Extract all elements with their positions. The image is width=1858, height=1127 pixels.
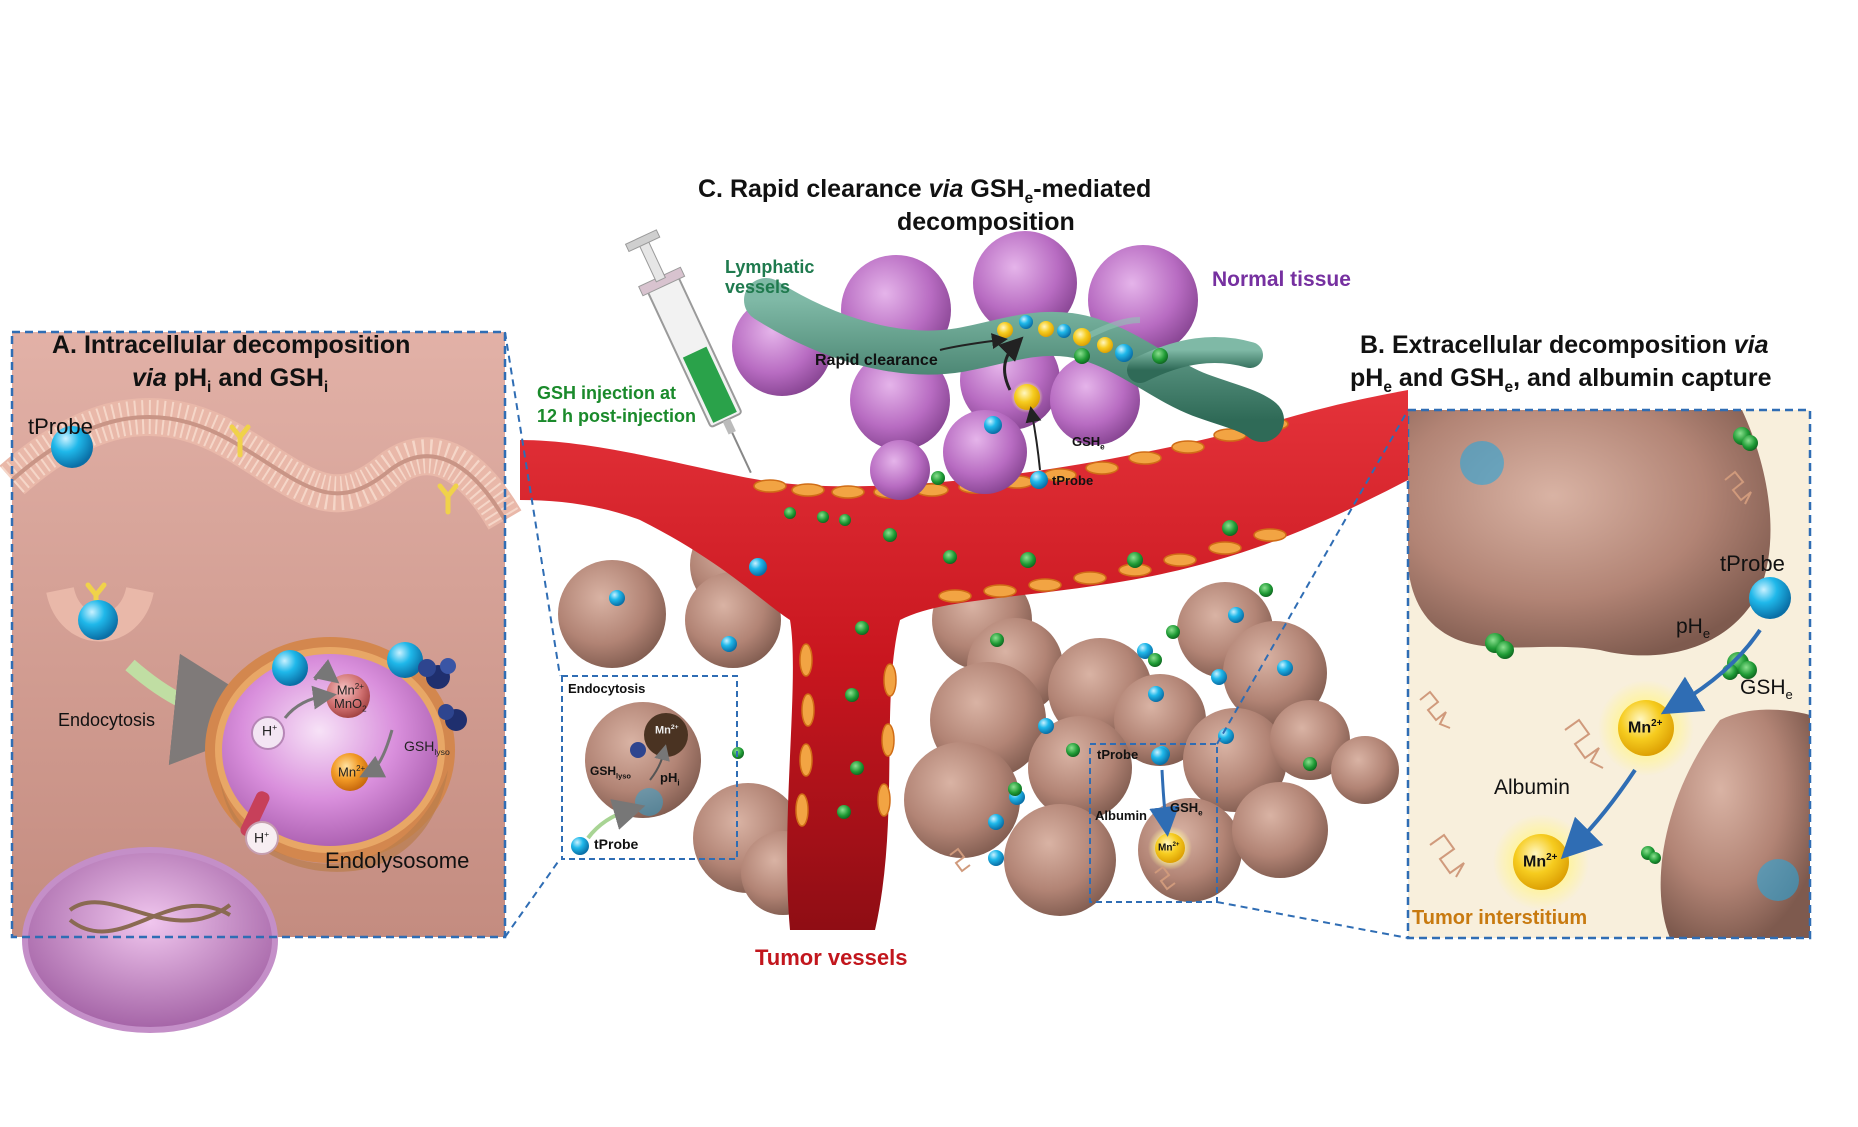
panel-a-hplus-upper: H+ [262, 722, 278, 739]
normal-tissue-label: Normal tissue [1212, 268, 1351, 291]
center-inset-extracellular [1089, 743, 1218, 903]
panel-a-tprobe-label: tProbe [28, 414, 93, 439]
panel-c-title-line2: decomposition [897, 208, 1075, 236]
panel-c-gshe-label: GSHe [1072, 434, 1105, 452]
panel-b-gshe-label: GSHe [1740, 676, 1793, 703]
panel-b-mn-lower: Mn2+ [1523, 852, 1558, 871]
tumor-vessels-label: Tumor vessels [755, 945, 908, 970]
panel-a-title-line2: via pHi and GSHi [132, 364, 329, 396]
panel-a-hplus-lower: H+ [254, 829, 270, 846]
inset-tprobe-label: tProbe [594, 836, 639, 852]
inset-right-tprobe-label: tProbe [1097, 747, 1139, 762]
panel-b-title-line2: pHe and GSHe, and albumin capture [1350, 364, 1772, 396]
panel-a-gsh-lyso-label: GSHlyso [404, 738, 450, 757]
panel-c-title-line1: C. Rapid clearance via GSHe-mediated [698, 175, 1152, 207]
inset-gsh-lyso-label: GSHlyso [590, 764, 631, 781]
panel-c-tprobe-label: tProbe [1052, 473, 1094, 488]
inset-endocytosis-label: Endocytosis [568, 681, 646, 696]
panel-b-illustration [1408, 410, 1810, 938]
inset-gshe-label: GSHe [1170, 800, 1203, 818]
panel-a-endolysosome-label: Endolysosome [325, 848, 470, 873]
panel-b-albumin-label: Albumin [1494, 776, 1570, 799]
tumor-interstitium-label: Tumor interstitium [1412, 907, 1588, 929]
extracellular-inset-art [949, 747, 1192, 891]
panel-b-title-line1: B. Extracellular decomposition via [1360, 331, 1769, 359]
lymphatic-vessel [744, 278, 1284, 442]
panel-a-mn-ion-label: Mn2+ [338, 764, 366, 780]
zoom-connectors [504, 331, 1409, 939]
panel-a-endocytosis-label: Endocytosis [58, 710, 156, 730]
panel-b-tprobe-label: tProbe [1720, 551, 1785, 576]
inset-albumin-label: Albumin [1095, 808, 1147, 823]
panel-a-title-text: A. Intracellular decomposition [52, 331, 411, 359]
syringe [624, 229, 752, 474]
panel-b-frame [1406, 408, 1812, 940]
panel-b-mn-upper: Mn2+ [1628, 718, 1663, 737]
panel-a-mno2-label: Mn2+MnO2 [334, 682, 367, 714]
panel-a-illustration [0, 332, 522, 1033]
panel-a-frame [10, 330, 507, 939]
rapid-clearance-label: Rapid clearance [815, 352, 938, 369]
inset-mn-label: Mn2+ [655, 724, 679, 737]
panel-b-phe-label: pHe [1676, 615, 1711, 642]
inset-phi-label: pHi [660, 770, 680, 788]
center-inset-endocytosis [561, 675, 738, 860]
endocytosis-inset-art [571, 702, 701, 855]
inset-mn-ion-label: Mn2+ [1158, 841, 1180, 854]
